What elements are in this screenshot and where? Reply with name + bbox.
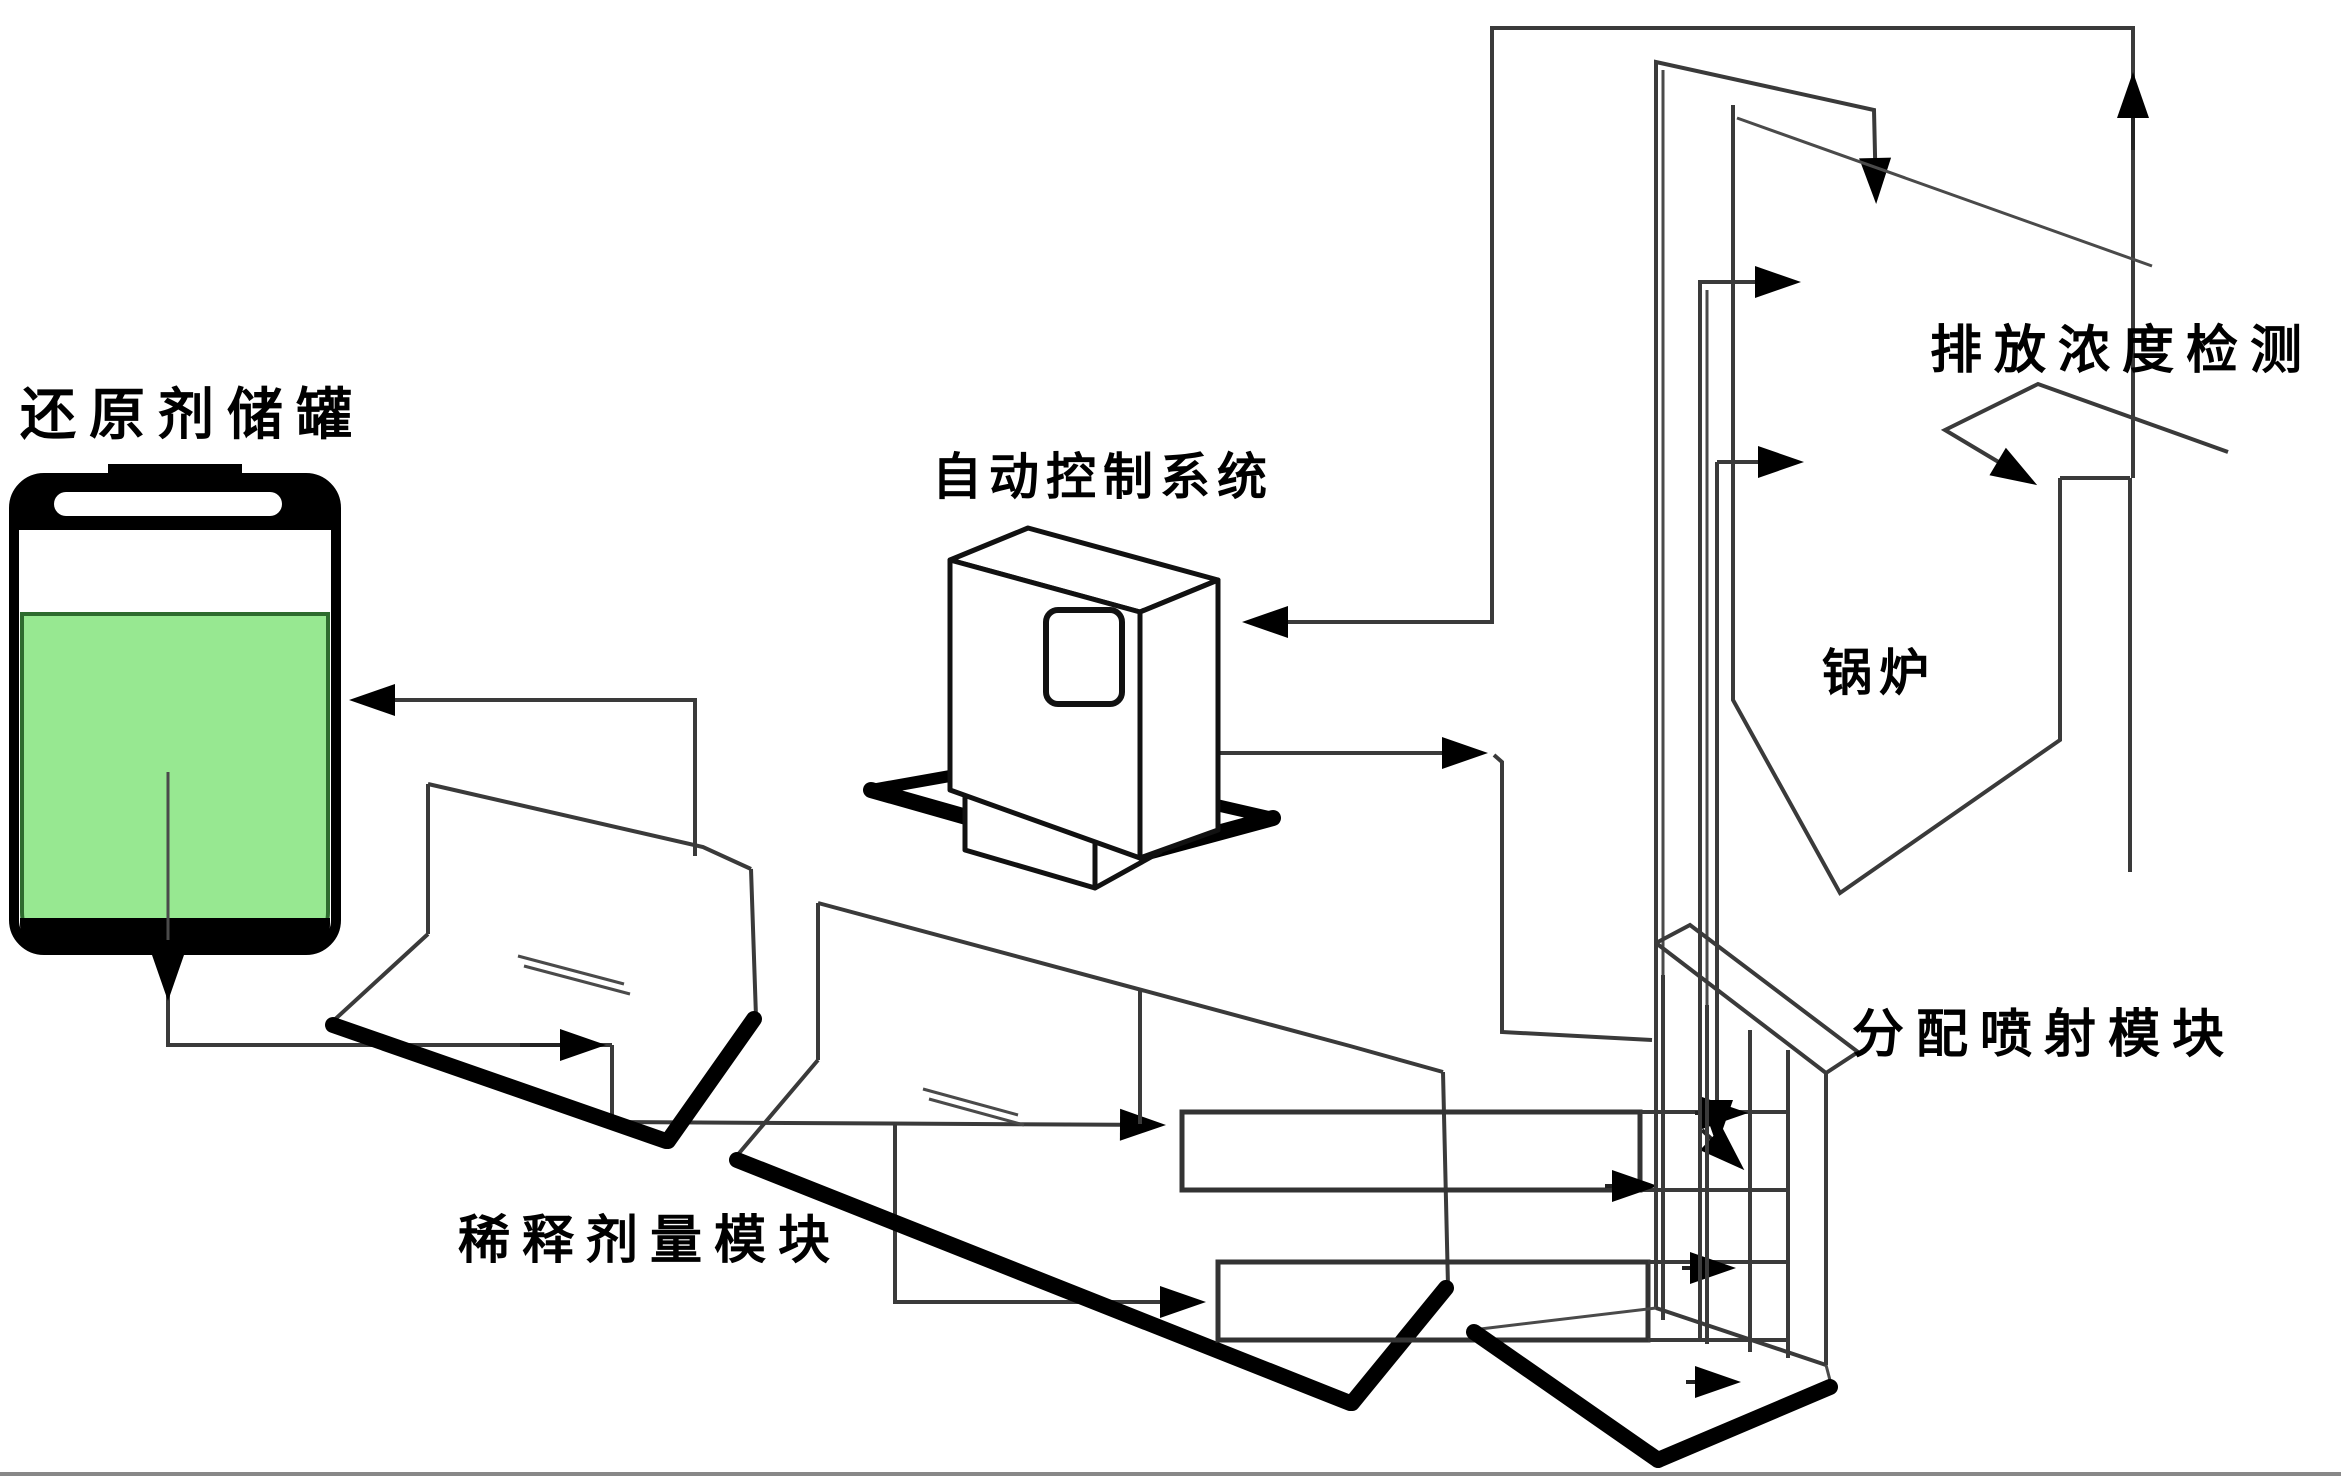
rack-bottom-edge	[1655, 1306, 1827, 1367]
mid-injection-riser	[1698, 266, 1801, 1010]
tank-bottom-band	[20, 918, 330, 950]
injection-lances	[1179, 1097, 1790, 1398]
rack-platform-front-left	[1466, 1324, 1666, 1468]
dilution-base-front-right	[660, 1011, 762, 1149]
label-reducing-agent-tank: 还原剂储罐	[20, 385, 365, 447]
dilution-base-front-left	[325, 1017, 674, 1149]
rack-platform-front-right	[1650, 1379, 1838, 1468]
flue-duct	[2060, 476, 2132, 872]
boiler-top-edge	[1736, 116, 2153, 268]
label-control-system: 自动控制系统	[932, 449, 1274, 505]
lance-2	[1215, 1259, 1651, 1343]
dilution-module	[325, 782, 762, 1149]
lance-1	[1179, 1109, 1643, 1193]
tank-lid-slot	[54, 492, 282, 516]
metering-panel	[733, 901, 1450, 1287]
detection-signal-line	[1242, 26, 2135, 638]
console-screen	[1043, 607, 1125, 707]
tank-liquid	[20, 612, 330, 942]
label-emission-detection: 排放浓度检测	[1930, 322, 2314, 380]
page-bottom-border	[0, 1472, 2341, 1476]
rack-top-face	[1655, 922, 1862, 1075]
dilution-panel	[329, 782, 758, 1025]
tank-lid-cap	[108, 464, 242, 486]
metering-vent-slot	[922, 1087, 1025, 1127]
top-injection-riser	[1654, 59, 1892, 1040]
metering-base-front-left	[729, 1152, 1358, 1411]
distribution-injection-module	[1466, 922, 1862, 1468]
tank-inflow-line	[349, 684, 697, 856]
rack-verticals	[1654, 943, 1828, 1365]
control-console	[863, 525, 1281, 891]
boiler	[1731, 105, 2132, 896]
reducing-agent-tank	[9, 464, 341, 955]
console-output-drop	[1492, 753, 1653, 1042]
label-injection-module: 分配喷射模块	[1852, 1006, 2236, 1064]
sensor-probe-line	[1940, 381, 2229, 486]
rack-top-edge	[1654, 941, 1828, 1075]
dilution-vent-slot	[517, 954, 631, 996]
label-boiler: 锅炉	[1822, 645, 1936, 701]
metering-module	[729, 901, 1454, 1411]
metering-base-front-right	[1344, 1280, 1454, 1411]
boiler-outline	[1731, 105, 2062, 896]
label-dilution-module: 稀释剂量模块	[458, 1212, 842, 1270]
console-side-face	[1137, 577, 1221, 861]
